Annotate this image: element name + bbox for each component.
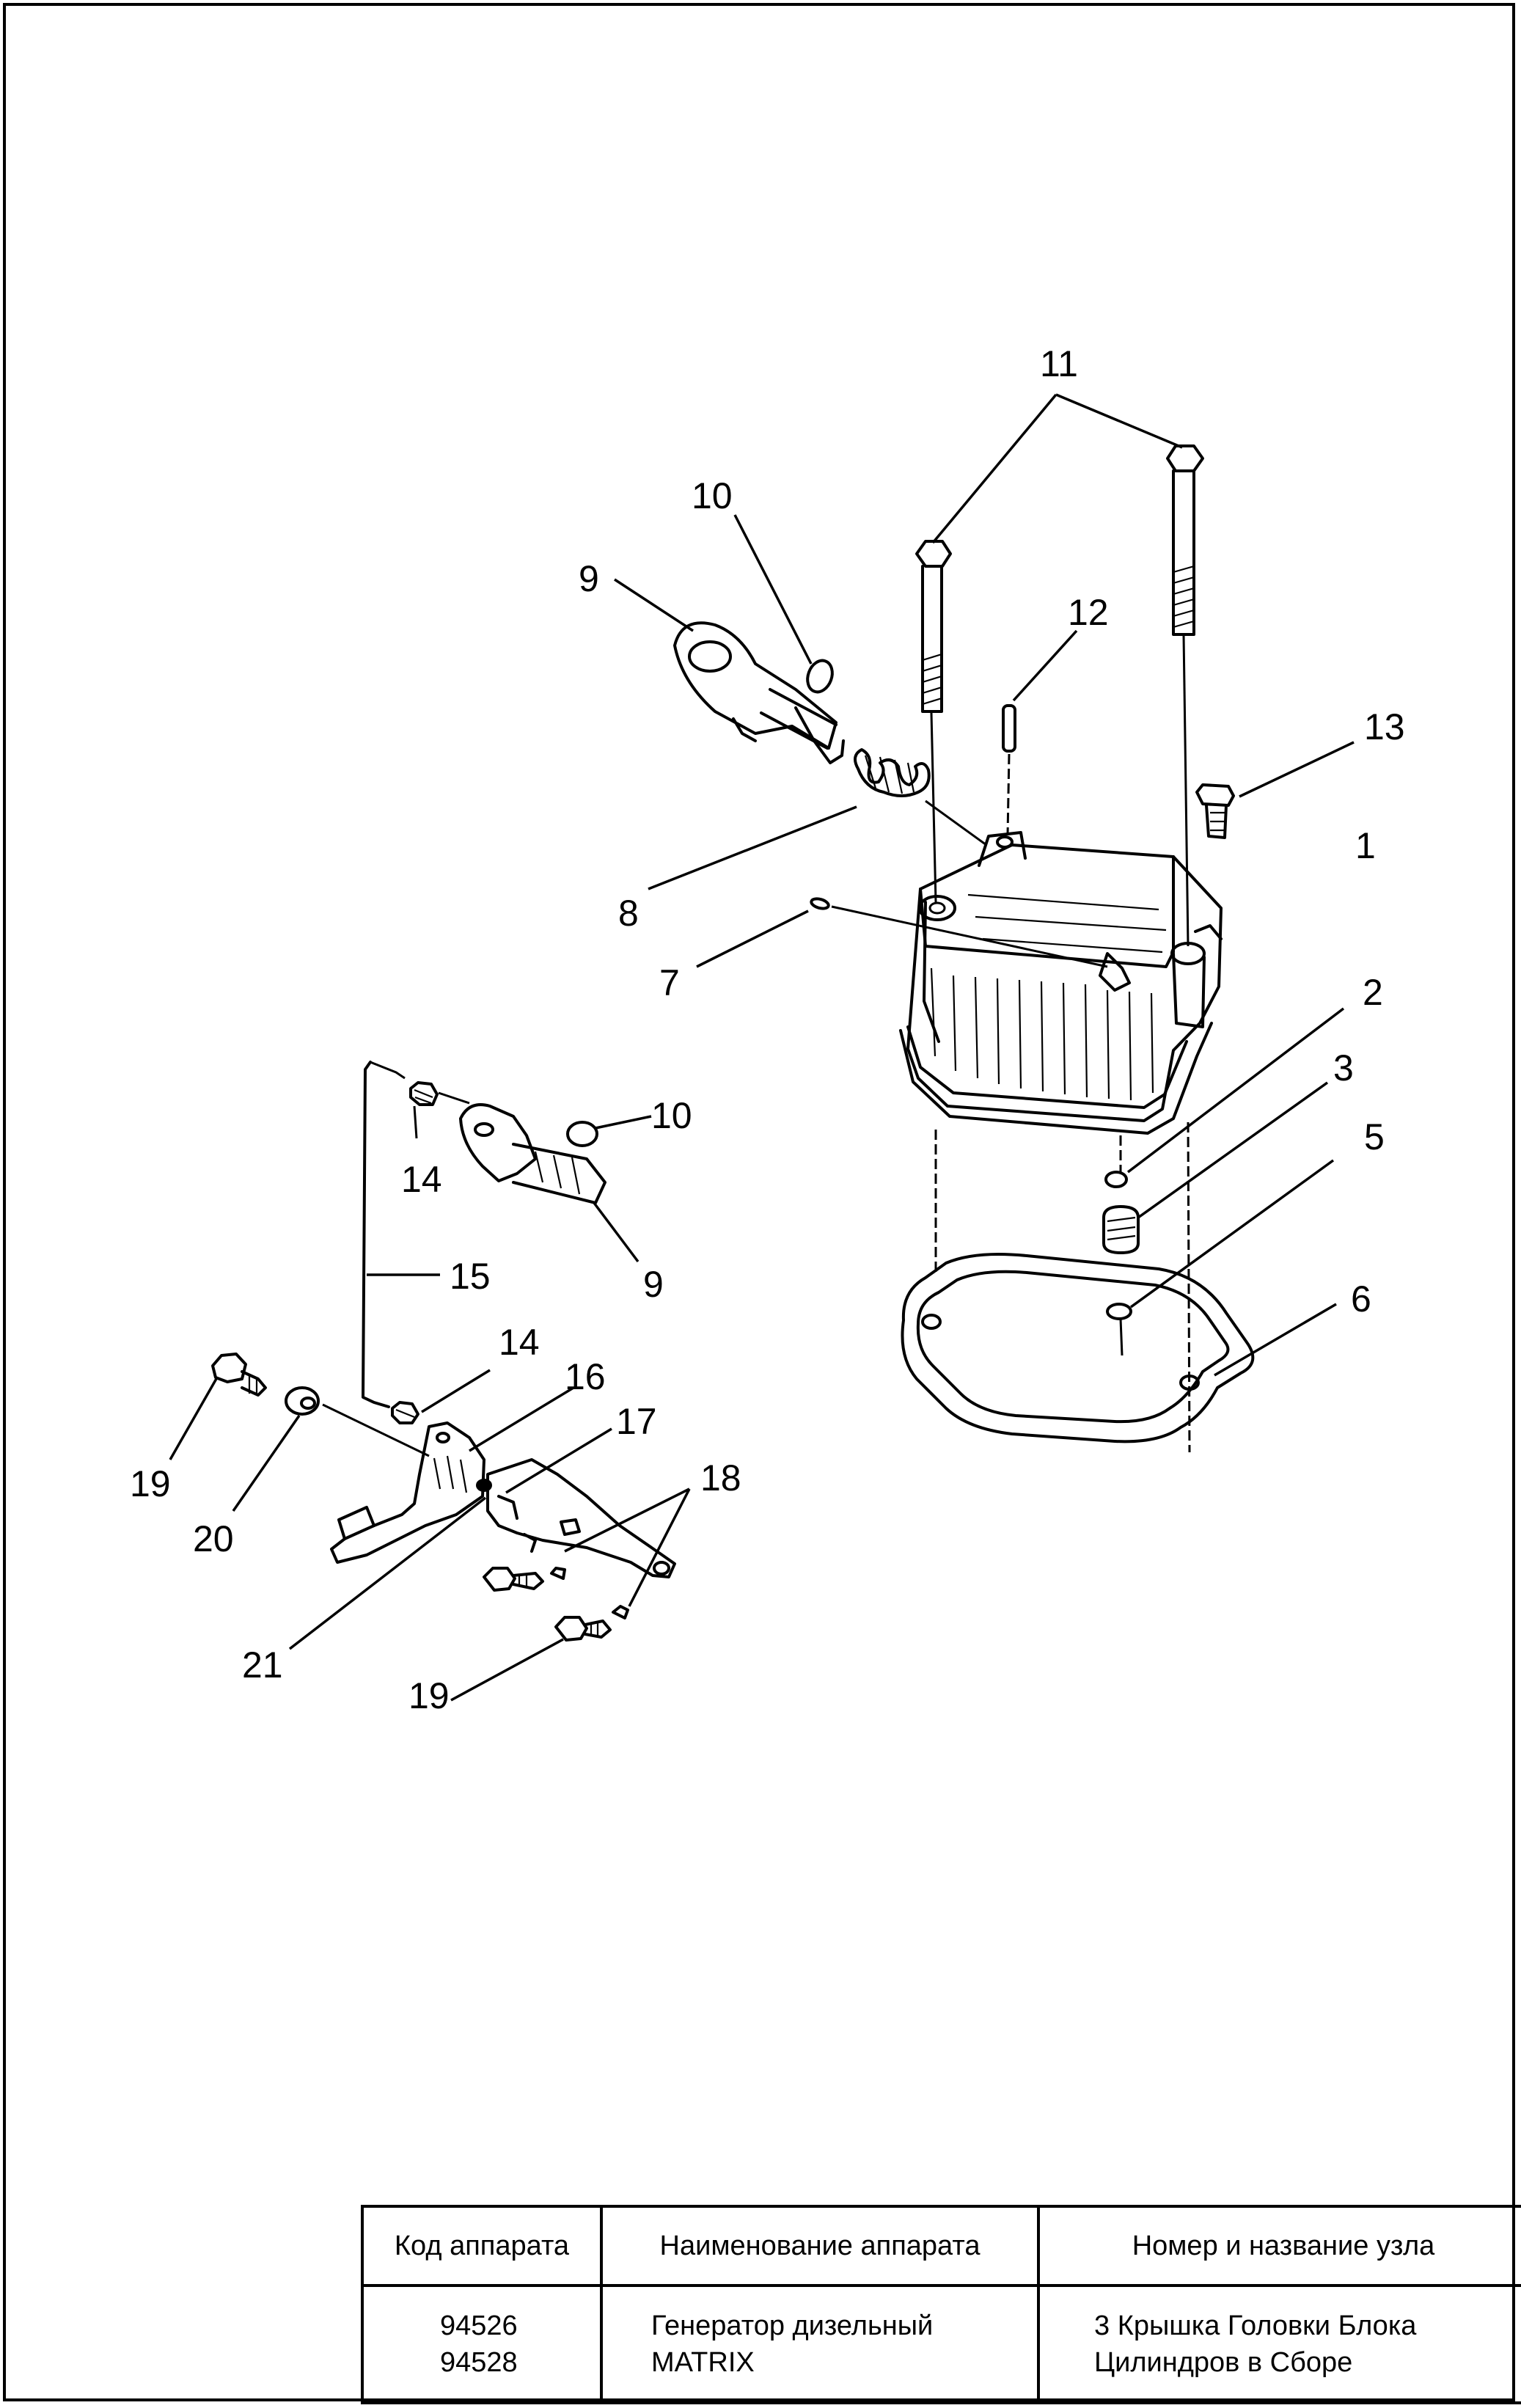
callout-1: 1 (1355, 825, 1376, 866)
code-value-2: 94528 (440, 2347, 518, 2378)
part-6-gasket (901, 1252, 1337, 1443)
callout-7: 7 (659, 962, 680, 1003)
callout-10-lower: 10 (651, 1095, 692, 1136)
part-13-plug (1195, 741, 1355, 839)
title-block-table: Код аппарата Наименование аппарата Номер… (361, 2205, 1521, 2404)
header-node: Номер и название узла (1037, 2205, 1521, 2287)
part-12-pin (1002, 629, 1078, 835)
callout-13: 13 (1364, 706, 1405, 747)
callout-5: 5 (1364, 1116, 1385, 1157)
callout-labels: 11 10 9 12 13 1 8 7 2 3 5 10 14 15 9 6 1… (130, 343, 1405, 1716)
cell-code: 94526 94528 (361, 2284, 603, 2404)
callout-3: 3 (1333, 1047, 1354, 1088)
cell-node: 3 Крышка Головки Блока Цилиндров в Сборе (1037, 2284, 1521, 2404)
callout-18: 18 (700, 1457, 741, 1498)
part-14-nuts (391, 1081, 491, 1424)
header-name: Наименование аппарата (600, 2205, 1040, 2287)
callout-16: 16 (565, 1356, 606, 1397)
part-10-upper-oring (733, 514, 834, 694)
title-block-header-row: Код аппарата Наименование аппарата Номер… (361, 2205, 1521, 2287)
callout-17: 17 (616, 1401, 657, 1442)
callout-8: 8 (618, 893, 639, 934)
part-16-17-bracket (330, 1386, 676, 1578)
callout-11: 11 (1040, 343, 1078, 384)
part-19-20-left (169, 1353, 430, 1512)
code-value-1: 94526 (440, 2310, 518, 2341)
callout-21: 21 (242, 1644, 283, 1686)
part-18-19-screws (288, 1487, 691, 1702)
callout-15: 15 (450, 1256, 491, 1297)
callout-9-upper: 9 (579, 558, 599, 599)
node-value-1: 3 Крышка Головки Блока (1094, 2310, 1417, 2341)
node-value-2: Цилиндров в Сборе (1094, 2347, 1353, 2378)
part-2-3-5-small (1102, 1007, 1345, 1356)
callout-12: 12 (1068, 592, 1109, 633)
part-8-spring (648, 748, 987, 890)
name-value-2: MATRIX (651, 2347, 755, 2378)
cell-name: Генератор дизельный MATRIX (600, 2284, 1040, 2404)
callout-19-lower: 19 (408, 1675, 450, 1716)
callout-14-upper: 14 (401, 1159, 442, 1200)
part-15-rod (362, 1061, 440, 1408)
callout-9-lower: 9 (643, 1264, 664, 1305)
callout-2: 2 (1363, 972, 1383, 1013)
callout-6: 6 (1351, 1278, 1371, 1320)
name-value-1: Генератор дизельный (651, 2310, 934, 2341)
callout-14-lower: 14 (499, 1322, 540, 1363)
part-9-upper-lever (614, 578, 845, 764)
callout-20: 20 (193, 1518, 234, 1559)
part-7-small-pin (696, 897, 1108, 968)
header-code: Код аппарата (361, 2205, 603, 2287)
title-block-data-row: 94526 94528 Генератор дизельный MATRIX 3… (361, 2284, 1521, 2404)
part-1-head-cover (899, 831, 1223, 1135)
callout-10-upper: 10 (692, 475, 733, 516)
callout-19-left: 19 (130, 1463, 171, 1504)
part-9-lower-lever (459, 1103, 652, 1263)
